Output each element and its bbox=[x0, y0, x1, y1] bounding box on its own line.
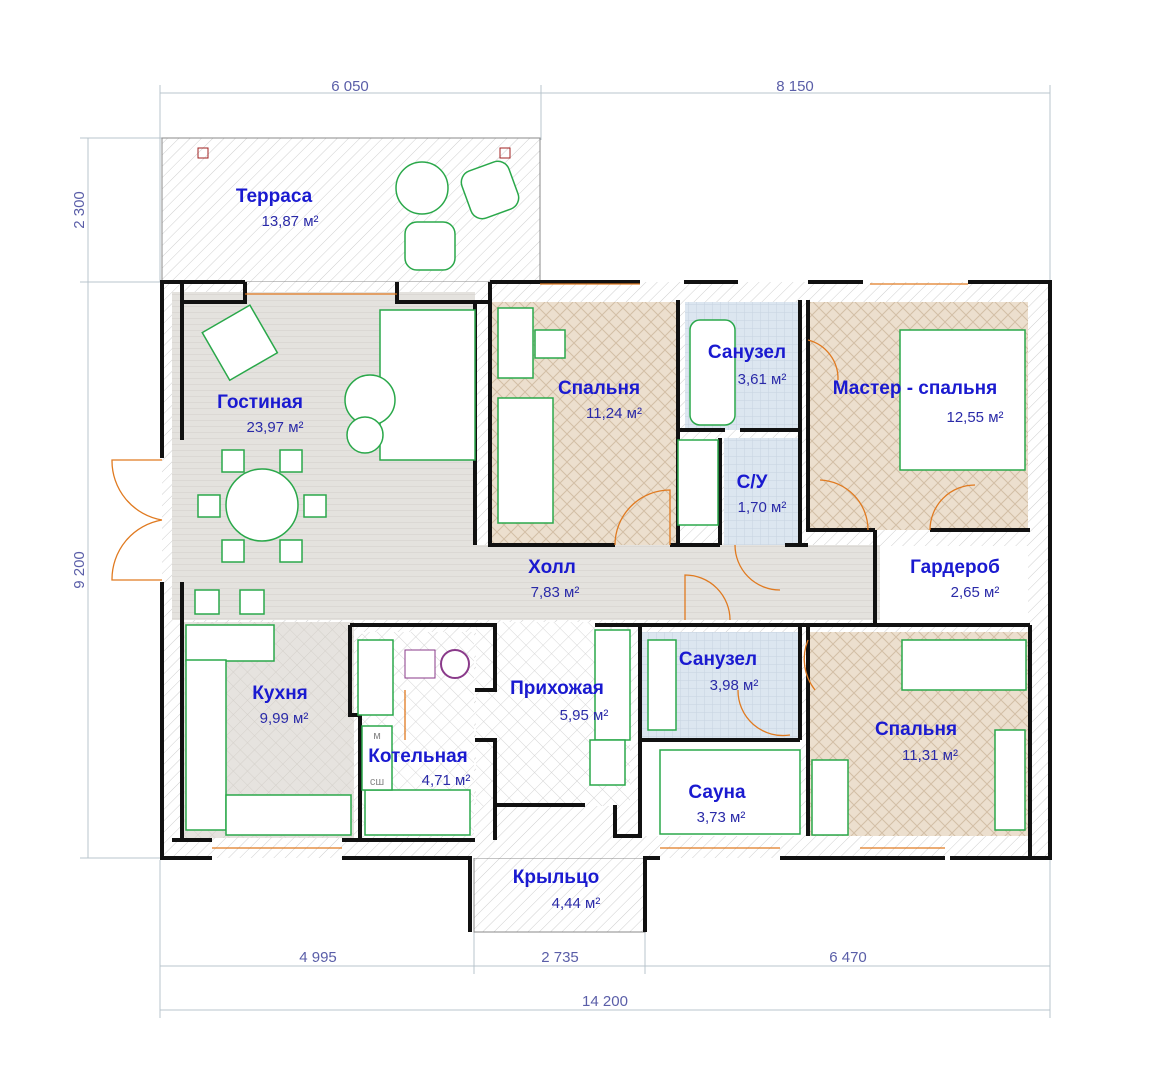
post-marker bbox=[499, 147, 511, 159]
terrace-table bbox=[395, 161, 449, 215]
wardrobe-floor bbox=[880, 546, 1028, 624]
dim-top-left: 6 050 bbox=[331, 78, 369, 95]
room-name-wc: С/У bbox=[737, 472, 768, 493]
dryer-label: сш bbox=[370, 776, 385, 788]
room-name-living: Гостиная bbox=[217, 392, 303, 413]
boiler bbox=[440, 649, 470, 679]
doors bbox=[111, 339, 976, 740]
room-area-wc: 1,70 м² bbox=[738, 499, 787, 516]
room-name-hall: Холл bbox=[528, 557, 576, 578]
post-marker bbox=[197, 147, 209, 159]
room-name-wardrobe: Гардероб bbox=[910, 557, 1000, 578]
room-name-bedroom1: Спальня bbox=[558, 378, 640, 399]
sofa bbox=[379, 309, 476, 461]
wc-floor bbox=[724, 438, 800, 545]
room-area-porch: 4,44 м² bbox=[552, 895, 601, 912]
washer-label: м bbox=[373, 730, 381, 742]
room-name-bedroom2: Спальня bbox=[875, 719, 957, 740]
room-name-master: Мастер - спальня bbox=[833, 378, 997, 399]
room-labels: Терраса 13,87 м² Гостиная 23,97 м² Спаль… bbox=[217, 186, 1003, 912]
room-name-kitchen: Кухня bbox=[252, 683, 308, 704]
room-area-master: 12,55 м² bbox=[946, 409, 1003, 426]
dim-total: 14 200 bbox=[582, 993, 628, 1010]
room-area-bedroom1: 11,24 м² bbox=[586, 405, 642, 422]
sauna-bench bbox=[659, 749, 801, 835]
room-area-bath2: 3,98 м² bbox=[710, 677, 759, 694]
dim-bottom-middle: 2 735 bbox=[541, 949, 579, 966]
room-name-bath2: Санузел bbox=[679, 649, 757, 670]
dimension-lines bbox=[80, 85, 1051, 1018]
bed-2 bbox=[901, 639, 1027, 691]
dim-top-right: 8 150 bbox=[776, 78, 814, 95]
furniture bbox=[185, 160, 1027, 836]
armchair bbox=[201, 304, 279, 382]
room-name-bath1: Санузел bbox=[708, 342, 786, 363]
room-area-kitchen: 9,99 м² bbox=[260, 710, 309, 727]
room-name-porch: Крыльцо bbox=[513, 867, 599, 888]
room-name-entry: Прихожая bbox=[510, 678, 604, 699]
room-area-wardrobe: 2,65 м² bbox=[951, 584, 1000, 601]
master-bed bbox=[899, 329, 1026, 471]
hall-floor bbox=[172, 545, 880, 620]
room-area-bedroom2: 11,31 м² bbox=[902, 747, 958, 764]
dim-left-house: 9 200 bbox=[71, 551, 88, 589]
room-area-living: 23,97 м² bbox=[246, 419, 303, 436]
room-name-terrace: Терраса bbox=[236, 186, 313, 207]
bathtub bbox=[689, 319, 736, 426]
dim-bottom-left: 4 995 bbox=[299, 949, 337, 966]
dim-left-terrace: 2 300 bbox=[71, 191, 88, 229]
room-area-boiler: 4,71 м² bbox=[422, 772, 471, 789]
room-area-bath1: 3,61 м² bbox=[738, 371, 787, 388]
room-name-boiler: Котельная bbox=[368, 746, 467, 767]
dining-table bbox=[225, 468, 299, 542]
bed bbox=[497, 397, 554, 524]
room-area-sauna: 3,73 м² bbox=[697, 809, 746, 826]
room-area-hall: 7,83 м² bbox=[531, 584, 580, 601]
room-name-sauna: Сауна bbox=[688, 782, 746, 803]
windows bbox=[212, 283, 968, 849]
dim-bottom-right: 6 470 bbox=[829, 949, 867, 966]
room-area-terrace: 13,87 м² bbox=[261, 213, 318, 230]
room-area-entry: 5,95 м² bbox=[560, 707, 609, 724]
